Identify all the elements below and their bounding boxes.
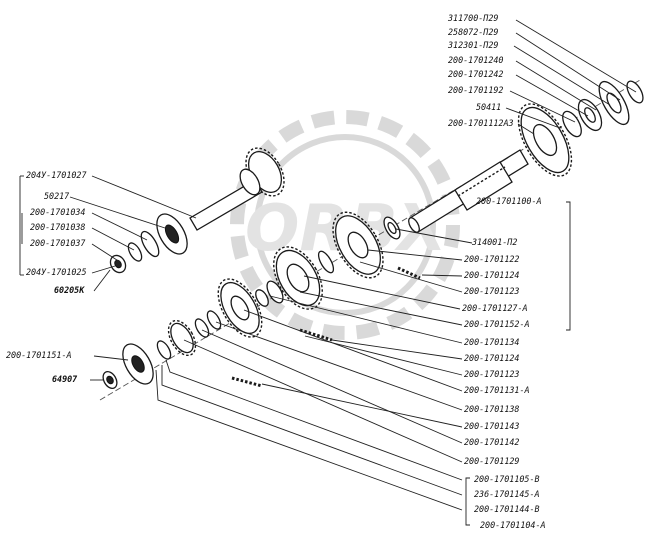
label-200-1701123-a: 200-1701123 [464,286,519,296]
input-bearing [127,213,188,262]
front-bearing [122,343,154,385]
label-258072-p29: 258072-П29 [448,27,498,37]
label-60205k: 60205К [54,285,85,295]
third-gear [332,211,384,279]
main-drive-gear [517,103,573,177]
main-shaft [408,149,529,233]
label-200-1701240: 200-1701240 [448,55,503,65]
label-200-1701142: 200-1701142 [464,437,519,447]
needle-bearing-upper [231,266,421,388]
label-200-1701242: 200-1701242 [448,69,503,79]
label-200-1701105-v: 200-1701105-В [474,474,540,484]
label-200-1701122: 200-1701122 [464,254,519,264]
rear-bearing-cover [598,80,644,126]
label-311700-p29: 311700-П29 [447,13,498,23]
label-200-1701131-a: 200-1701131-А [464,385,530,395]
label-200-1701124-a: 200-1701124 [464,270,519,280]
label-50411: 50411 [476,102,501,112]
label-200-1701152-a: 200-1701152-А [464,319,530,329]
label-204u-1701025: 204У-1701025 [26,267,87,277]
label-200-1701100-a: 200-1701100-А [476,196,542,206]
label-204u-1701027: 204У-1701027 [26,170,87,180]
input-nut [109,254,127,274]
label-50217: 50217 [44,191,69,201]
label-314001-p2: 314001-П2 [471,237,517,247]
rear-bearing [562,98,603,138]
label-200-1701151-a: 200-1701151-А [6,350,72,360]
label-200-1701138: 200-1701138 [464,404,519,414]
label-200-1701037: 200-1701037 [30,238,85,248]
label-200-1701124-b: 200-1701124 [464,353,519,363]
front-nut [102,370,118,390]
label-200-1701134: 200-1701134 [464,337,519,347]
label-200-1701129: 200-1701129 [464,456,519,466]
part-labels: 311700-П29 258072-П29 312301-П29 200-170… [6,13,546,530]
label-200-1701112a3: 200-1701112АЗ [448,118,514,128]
label-236-1701145-a: 236-1701145-А [474,489,540,499]
label-64907: 64907 [52,374,78,384]
parts [102,80,644,390]
label-200-1701192: 200-1701192 [448,85,503,95]
label-312301-p29: 312301-П29 [447,40,498,50]
label-200-1701038: 200-1701038 [30,222,85,232]
synchronizer-hub [255,246,335,310]
label-200-1701104-a: 200-1701104-А [480,520,546,530]
leader-lines [19,19,637,526]
second-gear [217,278,263,338]
label-200-1701034: 200-1701034 [30,207,85,217]
label-200-1701127-a: 200-1701127-А [462,303,528,313]
input-shaft [189,147,285,231]
label-200-1701123-b: 200-1701123 [464,369,519,379]
thrust-washers [156,310,222,360]
label-200-1701144-v: 200-1701144-В [474,504,540,514]
label-200-1701143: 200-1701143 [464,421,519,431]
shaft-washer [383,216,401,240]
